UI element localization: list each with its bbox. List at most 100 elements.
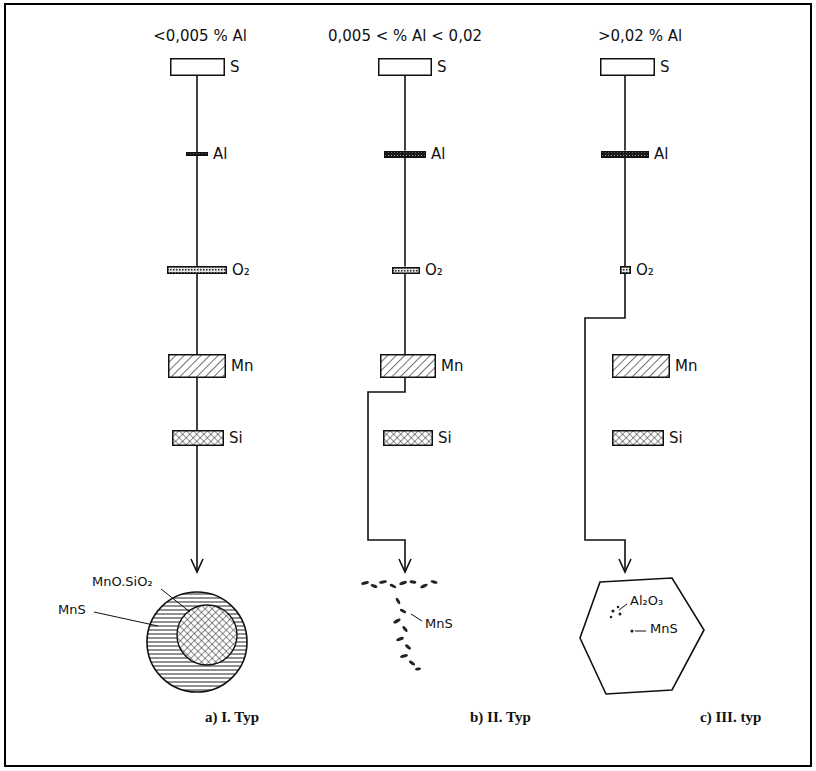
leader-line: [635, 631, 646, 632]
particle: [393, 618, 402, 625]
mns-shell: [147, 592, 247, 692]
flow-connector: [196, 156, 198, 266]
element-bar-fill: [187, 153, 208, 156]
silicate-core: [177, 605, 237, 665]
element-label: Mn: [231, 358, 253, 375]
element-bar-fill: [601, 59, 655, 76]
phase-label: Al₂O₃: [630, 594, 663, 609]
element-bar-fill: [602, 151, 649, 157]
type-caption: c) III. typ: [700, 709, 761, 726]
particle: [396, 636, 405, 642]
particle: [400, 653, 409, 658]
element-bar-shape: [172, 430, 224, 446]
arrow-head: [399, 559, 411, 572]
element-bar-fill: [379, 59, 432, 76]
element-bar-fill: [171, 59, 225, 76]
element-bar-fill: [168, 267, 227, 274]
element-bar-shape: [612, 430, 664, 446]
leader-line: [161, 589, 190, 612]
element-bar: S: [170, 58, 240, 76]
particle: [430, 580, 438, 585]
element-bar: Al: [384, 146, 445, 163]
column-header: >0,02 % Al: [598, 28, 682, 45]
element-label: S: [437, 59, 447, 76]
arrow-head: [619, 559, 631, 572]
element-bar: Si: [612, 430, 683, 447]
particle: [617, 606, 620, 609]
element-label: Al: [431, 146, 445, 163]
element-label: S: [660, 59, 670, 76]
element-bar: S: [600, 58, 670, 76]
element-bar: S: [378, 58, 447, 76]
element-label: O₂: [232, 262, 250, 279]
flow-line: [368, 378, 405, 572]
flow-connector: [404, 274, 406, 355]
flow-connector: [196, 378, 198, 430]
particle: [404, 644, 411, 651]
particle: [409, 580, 416, 584]
particle: [619, 613, 622, 616]
element-label: Si: [669, 430, 683, 447]
column-header: <0,005 % Al: [153, 28, 247, 45]
leader-line: [411, 614, 422, 621]
particle: [399, 608, 407, 614]
element-bar: Mn: [168, 354, 253, 378]
particle: [370, 583, 378, 588]
particle: [415, 667, 421, 671]
element-bar-fill: [173, 431, 224, 446]
element-bar: O₂: [392, 262, 443, 279]
element-bar-shape: [620, 266, 631, 274]
particle: [630, 629, 633, 632]
element-bar: O₂: [167, 262, 250, 279]
column-header: 0,005 < % Al < 0,02: [328, 28, 482, 45]
element-bar-shape: [392, 267, 420, 274]
element-label: Mn: [441, 358, 463, 375]
element-bar-shape: [384, 151, 426, 158]
flow-connector: [624, 158, 626, 267]
element-bar-shape: [612, 354, 670, 378]
particle: [402, 625, 409, 632]
type-caption: a) I. Typ: [205, 709, 259, 726]
element-label: Al: [213, 146, 227, 163]
particle: [610, 616, 613, 619]
phase-label: MnS: [650, 622, 678, 637]
flow-connector: [196, 274, 198, 354]
flow-lines: [191, 274, 631, 572]
element-bar-shape: [600, 58, 655, 76]
particle: [379, 580, 387, 585]
flow-connector: [404, 76, 406, 151]
element-bar-shape: [378, 58, 432, 76]
element-bar-fill: [384, 431, 433, 446]
element-label: Si: [229, 430, 243, 447]
particle: [361, 580, 370, 585]
element-bar: Mn: [380, 354, 463, 378]
type-caption: b) II. Typ: [470, 709, 531, 726]
inclusion-type-1: [94, 589, 247, 692]
element-bar: Al: [186, 146, 227, 163]
particle: [420, 583, 429, 589]
particle: [389, 583, 397, 589]
phase-label: MnO.SiO₂: [92, 575, 153, 590]
element-bar-shape: [167, 266, 227, 274]
element-bar-shape: [170, 58, 225, 76]
phase-label: MnS: [425, 617, 453, 632]
flow-line: [196, 446, 198, 572]
element-bar-fill: [381, 355, 436, 378]
element-bar: O₂: [620, 262, 654, 279]
element-bar-fill: [393, 267, 420, 273]
element-bar-fill: [613, 355, 670, 378]
element-bar: Mn: [612, 354, 697, 378]
element-bar-shape: [380, 354, 436, 378]
element-bar: Si: [172, 430, 243, 447]
flow-line: [585, 274, 625, 572]
element-label: Al: [654, 146, 668, 163]
inclusion-type-3: [580, 578, 704, 694]
element-bar: Si: [383, 430, 452, 447]
element-bar-shape: [601, 151, 649, 158]
element-bar-fill: [385, 151, 426, 157]
flow-connector: [404, 158, 406, 267]
element-bar-shape: [186, 152, 208, 156]
